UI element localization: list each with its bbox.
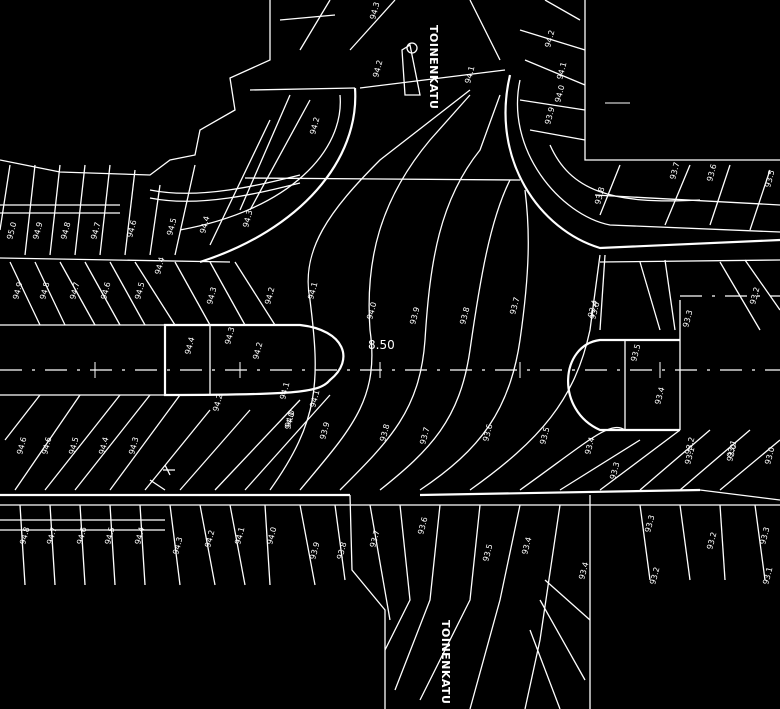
- contour-label: 94.1: [278, 381, 291, 401]
- contour-label: 93.4: [520, 536, 533, 556]
- contour-label: 93.3: [681, 309, 694, 329]
- contour-label: 94.5: [133, 281, 146, 301]
- contour-label: 93.2: [683, 436, 696, 456]
- contour-label: 94.8: [59, 221, 72, 241]
- contour-label: 93.2: [748, 286, 761, 306]
- contour-label: 94.1: [233, 526, 246, 546]
- contour-label: 93.0: [763, 446, 776, 466]
- street-name-south: TOINENKATU: [439, 620, 452, 705]
- contour-label: 94.8: [18, 526, 31, 546]
- center-label: 8.50: [368, 338, 395, 352]
- contour-label: 93.6: [705, 163, 718, 183]
- contour-label: 94.1: [555, 61, 568, 81]
- contour-label: 94.6: [75, 526, 88, 546]
- contour-label: 94.4: [198, 215, 211, 235]
- contour-label: 93.7: [508, 296, 521, 316]
- contour-label: 94.7: [45, 526, 58, 546]
- contour-label: 93.9: [318, 421, 331, 441]
- contour-label: 93.2: [705, 531, 718, 551]
- contour-label: 93.2: [648, 566, 661, 586]
- contour-label: 93.9: [308, 541, 321, 561]
- contour-label: 93.0: [725, 443, 738, 463]
- contour-label: 93.7: [368, 529, 381, 549]
- contour-label: 94.4: [97, 436, 110, 456]
- contour-label: 94.5: [67, 436, 80, 456]
- centerline: [0, 102, 780, 378]
- contour-label: 94.2: [371, 59, 384, 79]
- contour-label: 94.2: [543, 29, 556, 49]
- contour-label: 94.7: [89, 221, 102, 241]
- contour-label: 94.3: [241, 209, 254, 229]
- contour-label: 94.3: [127, 436, 140, 456]
- contour-label: 93.5: [763, 169, 776, 189]
- contour-label: 93.1: [725, 439, 738, 459]
- contour-label: 94.0: [365, 301, 378, 321]
- contour-label: 94.5: [165, 217, 178, 237]
- contour-label: 94.1: [306, 281, 319, 301]
- contour-label: 94.2: [308, 116, 321, 136]
- contour-label: 93.6: [588, 301, 601, 321]
- contour-label: 94.2: [251, 341, 264, 361]
- contour-label: 93.5: [538, 426, 551, 446]
- contour-label: 95.0: [5, 221, 18, 241]
- contour-label: 93.4: [653, 386, 666, 406]
- contour-label: 94.6: [40, 436, 53, 456]
- contour-label: 93.3: [608, 461, 621, 481]
- contour-label: 94.1: [308, 389, 321, 409]
- contour-label: 93.9: [408, 306, 421, 326]
- contour-label: 94.6: [99, 281, 112, 301]
- contour-label: 94.9: [31, 221, 44, 241]
- contour-label: 94.5: [103, 526, 116, 546]
- contour-label: 93.6: [481, 423, 494, 443]
- contour-label: 93.8: [458, 306, 471, 326]
- contour-label: 94.0: [265, 526, 278, 546]
- corner-curves: [149, 74, 780, 264]
- contour-label: 94.4: [183, 336, 196, 356]
- contour-label: 93.1: [761, 566, 774, 586]
- traffic-islands: [163, 42, 681, 432]
- contour-label: 94.2: [211, 393, 224, 413]
- contour-label: 93.7: [418, 426, 431, 446]
- contour-label: 93.8: [378, 423, 391, 443]
- contour-label: 93.4: [586, 299, 599, 319]
- contour-label: 94.2: [263, 286, 276, 306]
- contour-label: 93.8: [335, 541, 348, 561]
- contour-label: 93.4: [577, 561, 590, 581]
- contour-label: 94.2: [203, 529, 216, 549]
- contour-label: 94.0: [553, 84, 566, 104]
- contour-label: 93.5: [481, 543, 494, 563]
- contour-label: 93.8: [593, 186, 606, 206]
- contour-label: 94.3: [368, 1, 381, 21]
- contour-label: 94.4: [133, 526, 146, 546]
- contour-label: 93.4: [583, 436, 596, 456]
- contour-label: 94.7: [68, 281, 81, 301]
- contour-labels: 95.0 94.9 94.8 94.7 94.6 94.5 94.4 94.3 94.9 94.8…: [5, 1, 776, 586]
- contour-label: 93.6: [416, 516, 429, 536]
- contour-label: 93.5: [629, 343, 642, 363]
- contour-label: 94.0: [283, 411, 296, 431]
- contour-label: 94.4: [153, 256, 166, 276]
- contour-label: 94.3: [223, 326, 236, 346]
- contour-label: 94.8: [38, 281, 51, 301]
- contour-label: 93.9: [543, 106, 556, 126]
- contour-label: 93.3: [758, 526, 771, 546]
- contour-label: 93.1: [683, 446, 696, 466]
- contour-label: 94.3: [171, 536, 184, 556]
- street-name-north: TOINENKATU: [427, 25, 440, 110]
- contour-label: 94.0: [283, 409, 296, 429]
- contour-label: 93.7: [668, 161, 681, 181]
- street-names: TOINENKATU TOINENKATU: [427, 25, 452, 705]
- contour-label: 94.3: [205, 286, 218, 306]
- contour-label: 94.1: [463, 65, 476, 85]
- contour-label: 94.9: [11, 281, 24, 301]
- contour-label: 94.6: [15, 436, 28, 456]
- contour-label: 93.3: [643, 514, 656, 534]
- contour-label: 94.6: [125, 219, 138, 239]
